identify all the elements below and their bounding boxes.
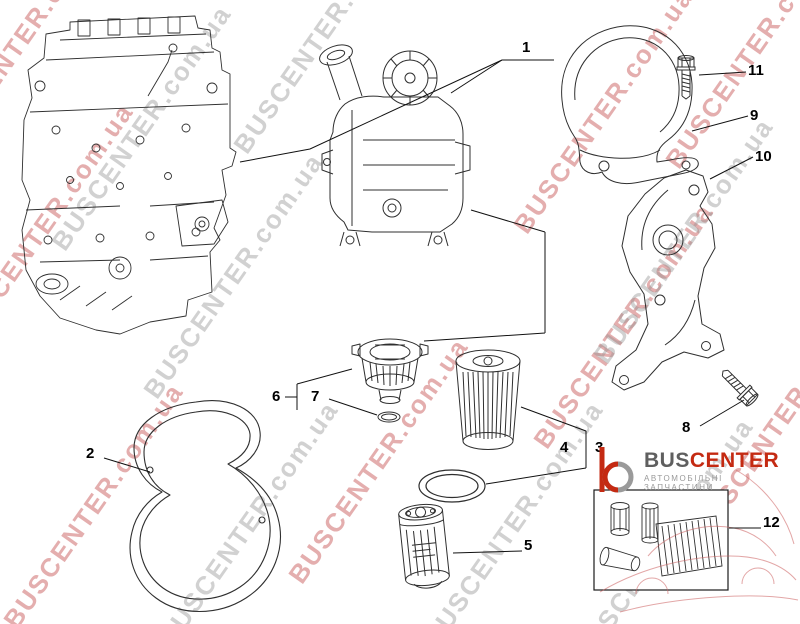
callout-3: 3: [595, 439, 604, 456]
part-drawing-oil-filter-housing: [319, 44, 471, 247]
part-drawing-bolt-lower: [721, 369, 759, 407]
part-drawing-kit-box: [593, 469, 799, 613]
part-drawing-filler-cap: [351, 338, 429, 404]
callout-2: 2: [86, 445, 95, 462]
callout-8: 8: [682, 419, 691, 436]
logo-text: BUSCENTER АВТОМОБІЛЬНІ ЗАПЧАСТИНИ: [644, 449, 794, 493]
engine-drawing: [21, 15, 237, 335]
callout-6: 6: [272, 388, 281, 405]
part-drawing-bolt-upper: [676, 55, 696, 100]
buscenter-logo: BUSCENTER АВТОМОБІЛЬНІ ЗАПЧАСТИНИ: [594, 444, 794, 496]
callout-11: 11: [748, 62, 764, 79]
callout-12: 12: [763, 514, 780, 531]
callout-5: 5: [524, 537, 533, 554]
part-drawing-gasket: [129, 400, 281, 612]
logo-name-left: BUS: [644, 449, 690, 472]
leader-lines: [103, 59, 761, 554]
part-drawing-cover: [561, 25, 699, 185]
callout-10: 10: [755, 148, 772, 165]
logo-tagline: АВТОМОБІЛЬНІ ЗАПЧАСТИНИ: [644, 474, 723, 492]
part-drawing-filter-cartridge: [398, 503, 450, 589]
part-drawing-oring: [418, 469, 486, 503]
part-drawing-cap-oring: [377, 411, 401, 423]
logo-name-right: CENTER: [689, 449, 780, 472]
part-drawing-filter-element: [455, 349, 521, 450]
part-drawing-bracket: [611, 169, 725, 391]
callout-4: 4: [560, 439, 569, 456]
callout-7: 7: [311, 388, 320, 405]
logo-b-icon: [599, 447, 634, 493]
callout-9: 9: [750, 107, 759, 124]
callout-1: 1: [522, 39, 531, 56]
